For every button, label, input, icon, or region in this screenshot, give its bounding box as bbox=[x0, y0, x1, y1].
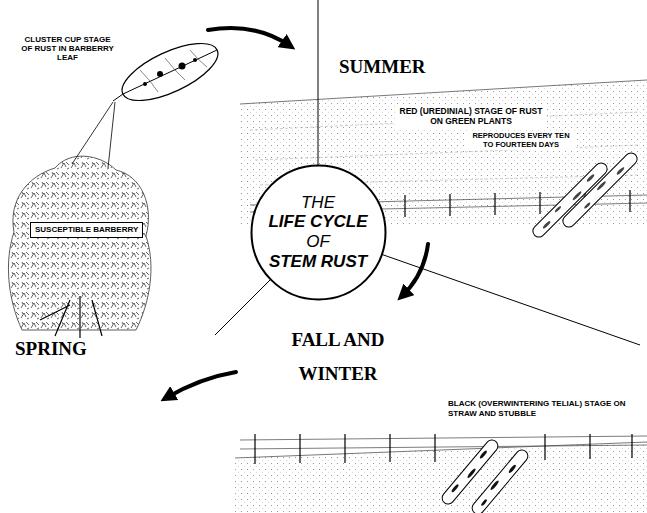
stem-sketch bbox=[586, 173, 595, 182]
leader-line bbox=[72, 102, 115, 168]
stage-caption: RED (UREDINIAL) STAGE OF RUST ON GREEN P… bbox=[395, 106, 547, 128]
barberry-leaf bbox=[193, 58, 197, 62]
fall-field bbox=[255, 434, 632, 464]
season-label: SUMMER bbox=[338, 56, 427, 79]
stem-sketch bbox=[596, 180, 607, 191]
stubble-sketch bbox=[508, 464, 517, 474]
barberry-leaf bbox=[179, 63, 186, 70]
stubble-sketch bbox=[470, 448, 531, 513]
cycle-arrow bbox=[208, 28, 290, 46]
title-text: THE LIFE CYCLE OF STEM RUST bbox=[268, 193, 367, 271]
stage-caption: BLACK (OVERWINTERING TELIAL) STAGE ON ST… bbox=[447, 398, 643, 419]
cycle-arrow bbox=[402, 244, 428, 296]
stubble-sketch bbox=[490, 480, 500, 491]
barberry-leaf bbox=[113, 32, 226, 112]
stubble-sketch bbox=[479, 450, 488, 460]
cycle-arrow bbox=[166, 372, 236, 398]
stubble-sketch bbox=[480, 499, 487, 507]
stage-caption: RED (UREDINIAL) STAGE OF RUST ON GREEN P… bbox=[395, 106, 547, 128]
stubble-sketch bbox=[470, 448, 531, 513]
stem-sketch bbox=[572, 190, 583, 201]
barberry-leaf bbox=[143, 82, 147, 86]
fall-field bbox=[240, 436, 647, 449]
barberry-bush bbox=[8, 156, 151, 338]
stubble-sketch bbox=[451, 483, 460, 493]
stage-caption: CLUSTER CUP STAGE OF RUST IN BARBERRY LE… bbox=[20, 34, 115, 64]
season-label: FALL AND WINTER bbox=[268, 322, 408, 392]
box-label: SUSCEPTIBLE BARBERRY bbox=[35, 225, 138, 235]
divider-line bbox=[215, 0, 640, 345]
fall-field bbox=[235, 434, 647, 513]
barberry-leaf bbox=[140, 50, 207, 92]
title-circle: THE LIFE CYCLE OF STEM RUST bbox=[250, 164, 387, 301]
barberry-leaf bbox=[113, 50, 217, 101]
cycle-arrow bbox=[166, 28, 428, 398]
stem-sketch bbox=[560, 150, 639, 229]
barberry-bush bbox=[40, 296, 102, 338]
barberry-leaf bbox=[157, 71, 163, 77]
note-caption: REPRODUCES EVERY TEN TO FOURTEEN DAYS bbox=[466, 131, 576, 150]
season-label: SPRING bbox=[14, 338, 88, 361]
stem-sketch bbox=[584, 202, 591, 209]
fall-field bbox=[235, 442, 647, 513]
label-box: SUSCEPTIBLE BARBERRY bbox=[30, 222, 143, 238]
stem-sketch bbox=[560, 150, 639, 229]
stem-sketch bbox=[554, 205, 561, 212]
stage-caption: BLACK (OVERWINTERING TELIAL) STAGE ON ST… bbox=[447, 398, 643, 419]
summer-field bbox=[240, 80, 647, 104]
stubble-sketch bbox=[466, 468, 476, 479]
note-caption: REPRODUCES EVERY TEN TO FOURTEEN DAYS bbox=[466, 131, 576, 150]
fall-field bbox=[235, 442, 647, 458]
circle-outline bbox=[251, 165, 385, 299]
season-label: SUMMER bbox=[338, 56, 427, 79]
stem-sketch bbox=[542, 220, 551, 229]
season-label: FALL AND WINTER bbox=[268, 322, 408, 392]
season-label: SPRING bbox=[14, 338, 88, 361]
stage-caption: CLUSTER CUP STAGE OF RUST IN BARBERRY LE… bbox=[20, 34, 115, 64]
stem-sketch bbox=[616, 166, 625, 175]
